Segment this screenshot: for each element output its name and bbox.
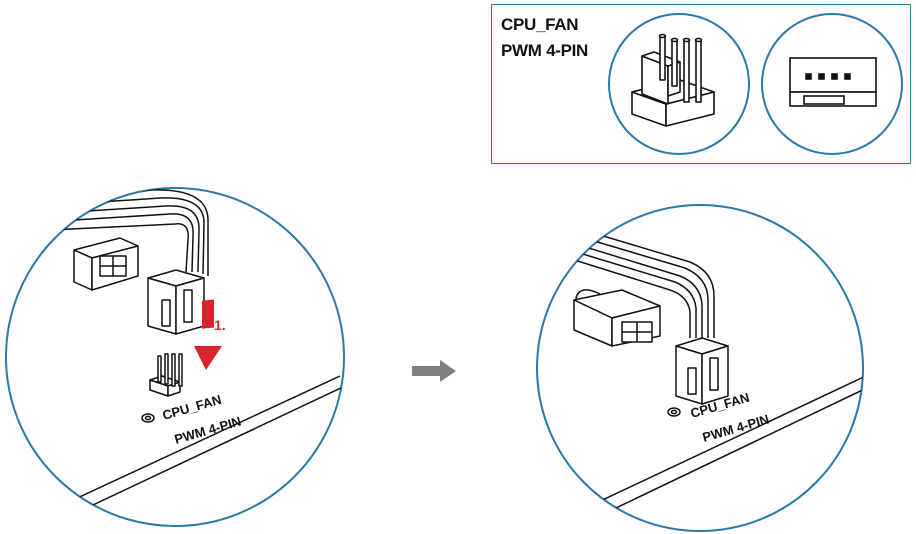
insert-arrow: [194, 299, 222, 370]
step-number: 1.: [214, 317, 226, 333]
step-after-panel: CPU_FAN PWM 4-PIN: [536, 204, 864, 532]
legend-side-view: [608, 13, 750, 155]
legend-header-type: PWM 4-PIN: [501, 41, 589, 60]
next-step-arrow: [412, 360, 456, 382]
legend-box: CPU_FAN PWM 4-PIN: [491, 4, 911, 164]
legend-top-view: [761, 13, 903, 155]
legend-header-name: CPU_FAN: [501, 15, 579, 34]
step-before-panel: 1. CPU_FAN PWM 4-PIN: [5, 187, 345, 527]
